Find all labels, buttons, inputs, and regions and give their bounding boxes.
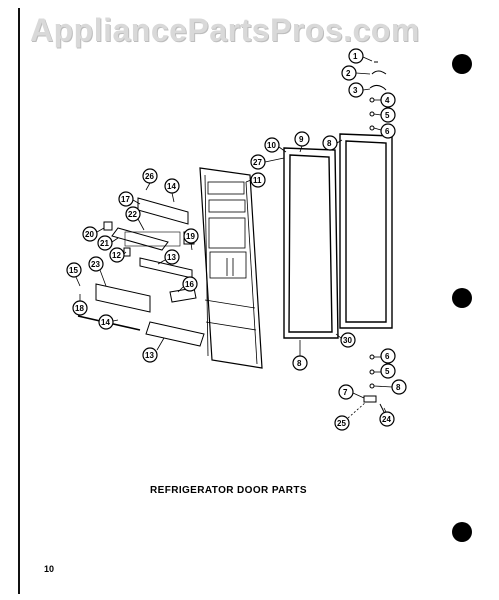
callout-5: 5 (374, 363, 396, 379)
svg-text:15: 15 (69, 266, 78, 275)
callout-18: 18 (72, 294, 88, 316)
callout-1: 1 (348, 48, 373, 64)
svg-text:11: 11 (253, 176, 262, 185)
svg-text:7: 7 (343, 388, 348, 397)
svg-text:14: 14 (101, 318, 110, 327)
door-shelf-parts (77, 197, 205, 347)
punch-hole (452, 288, 472, 308)
svg-text:3: 3 (353, 86, 358, 95)
svg-text:23: 23 (91, 260, 100, 269)
svg-text:12: 12 (112, 251, 121, 260)
callout-24: 24 (379, 407, 395, 427)
svg-text:19: 19 (186, 232, 195, 241)
svg-text:8: 8 (396, 383, 401, 392)
svg-text:9: 9 (299, 135, 304, 144)
callout-15: 15 (66, 262, 82, 287)
svg-text:5: 5 (385, 367, 390, 376)
svg-text:2: 2 (346, 69, 351, 78)
callout-20: 20 (82, 226, 105, 242)
svg-text:10: 10 (267, 141, 276, 150)
callout-25: 25 (334, 401, 367, 431)
callout-8: 8 (322, 135, 343, 151)
svg-text:8: 8 (327, 139, 332, 148)
punch-hole (452, 522, 472, 542)
callout-13: 13 (142, 337, 165, 363)
punch-hole (452, 54, 472, 74)
svg-text:27: 27 (253, 158, 262, 167)
svg-text:18: 18 (75, 304, 84, 313)
svg-text:6: 6 (385, 352, 390, 361)
callout-10: 10 (264, 137, 287, 153)
svg-text:13: 13 (145, 351, 154, 360)
svg-text:25: 25 (337, 419, 346, 428)
callout-22: 22 (125, 206, 145, 231)
callout-30: 30 (335, 332, 356, 348)
door-outer-panel (199, 167, 263, 369)
callout-13: 13 (157, 249, 180, 265)
page-number: 10 (44, 564, 55, 574)
svg-text:1: 1 (353, 52, 358, 61)
callouts: 1 2 3 4 5 6 8 9 10 27 11 26 14 17 22 20 … (66, 48, 407, 431)
callout-16: 16 (177, 276, 198, 293)
door-gasket (283, 147, 339, 339)
callout-7: 7 (338, 384, 365, 400)
callout-2: 2 (341, 65, 371, 81)
svg-text:22: 22 (128, 210, 137, 219)
svg-text:4: 4 (385, 96, 390, 105)
callout-8: 8 (292, 340, 308, 371)
page-border (18, 8, 488, 594)
diagram-title: REFRIGERATOR DOOR PARTS (150, 485, 307, 496)
svg-text:20: 20 (85, 230, 94, 239)
svg-text:16: 16 (185, 280, 194, 289)
svg-text:13: 13 (167, 253, 176, 262)
callout-19: 19 (183, 228, 199, 251)
svg-text:24: 24 (382, 415, 391, 424)
svg-text:21: 21 (100, 239, 109, 248)
callout-8: 8 (373, 379, 407, 395)
svg-text:6: 6 (385, 127, 390, 136)
callout-17: 17 (118, 191, 141, 207)
svg-text:5: 5 (385, 111, 390, 120)
callout-26: 26 (142, 168, 158, 191)
svg-text:8: 8 (297, 359, 302, 368)
watermark: AppliancePartsPros.com (30, 12, 420, 48)
callout-4: 4 (374, 92, 396, 108)
callout-9: 9 (294, 131, 310, 153)
callout-14: 14 (164, 178, 180, 203)
callout-3: 3 (348, 82, 371, 98)
svg-text:14: 14 (167, 182, 176, 191)
callout-23: 23 (88, 256, 107, 287)
callout-14: 14 (98, 314, 119, 330)
svg-text:30: 30 (343, 336, 352, 345)
callout-11: 11 (245, 172, 266, 188)
door-liner-gasket (339, 133, 393, 329)
callout-12: 12 (109, 247, 127, 263)
callout-6: 6 (374, 348, 396, 364)
bottom-hinge-hardware (363, 354, 385, 413)
svg-text:17: 17 (121, 195, 130, 204)
callout-5: 5 (373, 107, 396, 123)
callout-6: 6 (373, 123, 396, 139)
callout-21: 21 (97, 235, 119, 251)
svg-text:26: 26 (145, 172, 154, 181)
callout-27: 27 (250, 154, 285, 170)
